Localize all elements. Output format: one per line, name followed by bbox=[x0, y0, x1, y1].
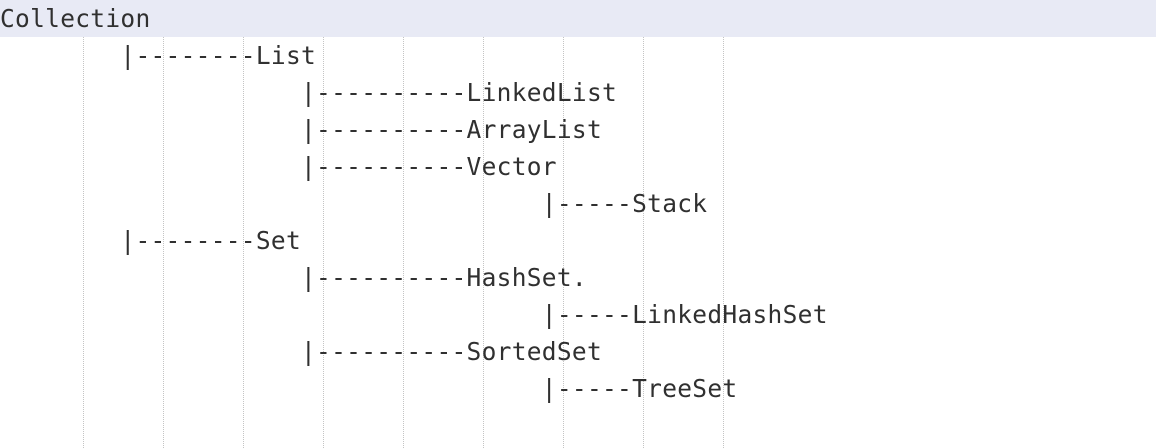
indent-guide bbox=[83, 37, 84, 448]
indent-guide bbox=[163, 37, 164, 448]
indent-guide bbox=[563, 37, 564, 448]
tree-line[interactable]: |----------LinkedList bbox=[0, 78, 618, 107]
indent-guide bbox=[403, 37, 404, 448]
tree-line[interactable]: |----------HashSet. bbox=[0, 263, 587, 292]
tree-line[interactable]: Collection bbox=[0, 4, 151, 33]
current-line-highlight bbox=[0, 0, 1156, 37]
indent-guide bbox=[323, 37, 324, 448]
indent-guide bbox=[723, 37, 724, 448]
tree-line[interactable]: |--------Set bbox=[0, 226, 302, 255]
tree-line[interactable]: |-----TreeSet bbox=[0, 374, 738, 403]
tree-line[interactable]: |----------Vector bbox=[0, 152, 557, 181]
tree-line[interactable]: |--------List bbox=[0, 41, 317, 70]
indent-guide bbox=[243, 37, 244, 448]
tree-line[interactable]: |-----LinkedHashSet bbox=[0, 300, 828, 329]
tree-line[interactable]: |----------ArrayList bbox=[0, 115, 603, 144]
indent-guide bbox=[483, 37, 484, 448]
tree-line[interactable]: |----------SortedSet bbox=[0, 337, 603, 366]
indent-guide bbox=[643, 37, 644, 448]
tree-line[interactable]: |-----Stack bbox=[0, 189, 708, 218]
